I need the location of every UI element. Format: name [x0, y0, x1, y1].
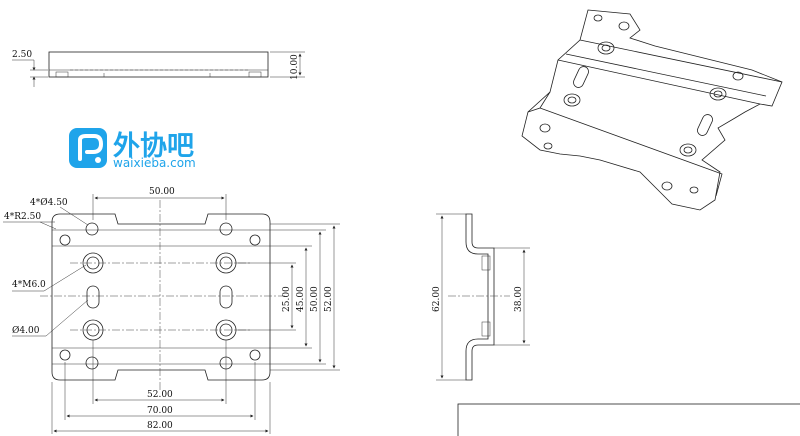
plate-outline: [51, 213, 271, 381]
title-block-edge: [457, 403, 800, 436]
note-small-hole: Ø4.00: [12, 325, 40, 336]
dim-82: 82.00: [147, 421, 173, 431]
note-thread: 4*M6.0: [12, 280, 46, 290]
dim-45: 45.00: [296, 286, 306, 312]
dim-52-right: 52.00: [324, 286, 334, 312]
dim-total-height: 62.00: [432, 286, 442, 312]
side-thickness-label: 2.50: [12, 50, 32, 60]
logo-icon: [69, 128, 107, 168]
side-view: 2.50 10.00: [12, 50, 305, 87]
dim-25: 25.00: [282, 286, 292, 312]
top-view: 50.00 4*Ø4.50 4*R2.50 4*M6.0 Ø4.00 25.00…: [3, 187, 340, 434]
logo: 外协吧 waixieba.com: [69, 128, 196, 170]
dim-inner-height: 38.00: [514, 286, 524, 312]
dim-52-bottom: 52.00: [147, 390, 173, 400]
corner-holes: [59, 222, 261, 370]
logo-domain: waixieba.com: [113, 156, 196, 170]
side-height-label: 10.00: [290, 54, 300, 80]
logo-name: 外协吧: [113, 131, 194, 162]
dim-70: 70.00: [147, 406, 173, 416]
dim-hole-spacing-top: 50.00: [149, 187, 175, 197]
note-corner-radius: 4*R2.50: [4, 212, 41, 222]
dim-50: 50.00: [310, 286, 320, 312]
profile-outline: [465, 213, 495, 381]
side-view-outline: [48, 51, 269, 78]
front-view: 62.00 38.00: [432, 213, 530, 381]
threaded-holes: [82, 252, 237, 341]
slot-right: [219, 285, 233, 309]
isometric-view: [521, 9, 783, 211]
slot-left: [86, 285, 100, 309]
note-holes: 4*Ø4.50: [30, 197, 68, 208]
